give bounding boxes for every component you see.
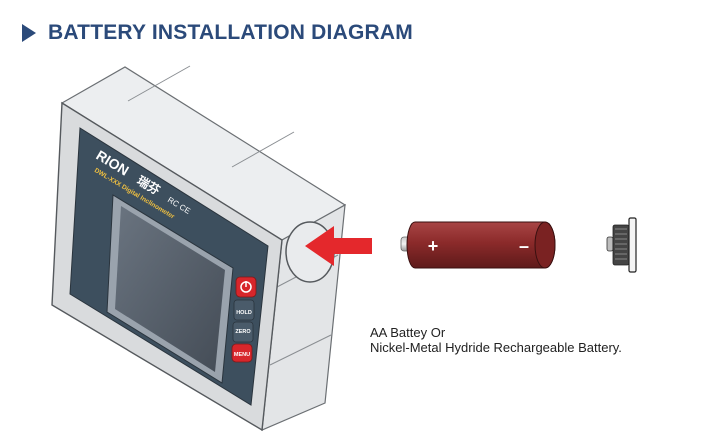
device-side-groove: [269, 334, 332, 366]
aa-battery: + –: [400, 221, 556, 269]
battery-cap: [606, 217, 637, 273]
zero-button: [232, 321, 254, 343]
device-screen-glass: [115, 206, 225, 372]
battery-end: [534, 221, 556, 269]
device-button-column: HOLD ZERO MENU: [231, 276, 257, 363]
menu-button-label: MENU: [234, 352, 250, 358]
caption-line-2: Nickel-Metal Hydride Rechargeable Batter…: [370, 340, 622, 355]
inclinometer-device: RION 瑞芬 RC CE DWL-XXX Digital Inclinomet…: [51, 65, 347, 432]
zero-button-label: ZERO: [235, 329, 251, 335]
device-top-groove: [127, 65, 191, 102]
page-title: BATTERY INSTALLATION DIAGRAM: [48, 21, 413, 44]
hold-button: [233, 299, 255, 321]
menu-button: [231, 343, 253, 363]
caption-line-1: AA Battey Or: [370, 325, 446, 340]
play-triangle-icon: [22, 24, 36, 42]
device-top-groove: [231, 131, 295, 168]
battery-plus-sign: +: [428, 236, 439, 256]
cap-knob: [606, 236, 614, 252]
diagram-header: BATTERY INSTALLATION DIAGRAM: [22, 18, 413, 48]
hold-button-label: HOLD: [236, 310, 252, 316]
battery-minus-sign: –: [519, 236, 529, 256]
insert-arrow-icon: [305, 226, 372, 266]
battery-caption: AA Battey Or Nickel-Metal Hydride Rechar…: [370, 325, 622, 355]
cap-flange: [628, 217, 637, 273]
